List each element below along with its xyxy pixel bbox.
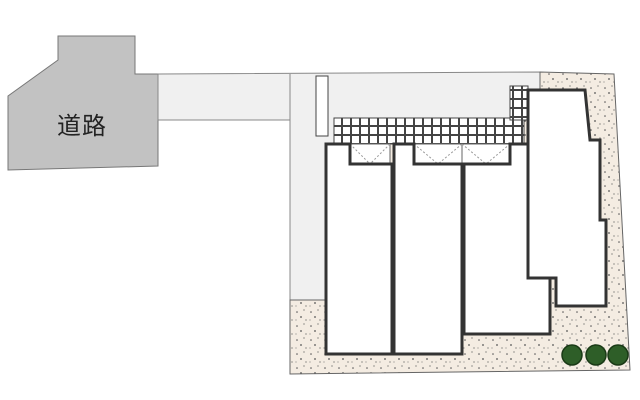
entry-steps xyxy=(349,143,511,165)
house-1 xyxy=(324,142,394,356)
tree-3 xyxy=(607,344,629,366)
tree-1 xyxy=(561,344,583,366)
trees xyxy=(561,344,629,366)
drainage-grate-vertical xyxy=(509,85,529,121)
road xyxy=(7,35,159,171)
house-4 xyxy=(526,88,608,308)
house-2 xyxy=(392,142,464,356)
tree-2 xyxy=(585,344,607,366)
road-label: 道路 xyxy=(57,112,107,140)
drainage-grate xyxy=(333,117,525,145)
gate-structure xyxy=(315,75,329,137)
